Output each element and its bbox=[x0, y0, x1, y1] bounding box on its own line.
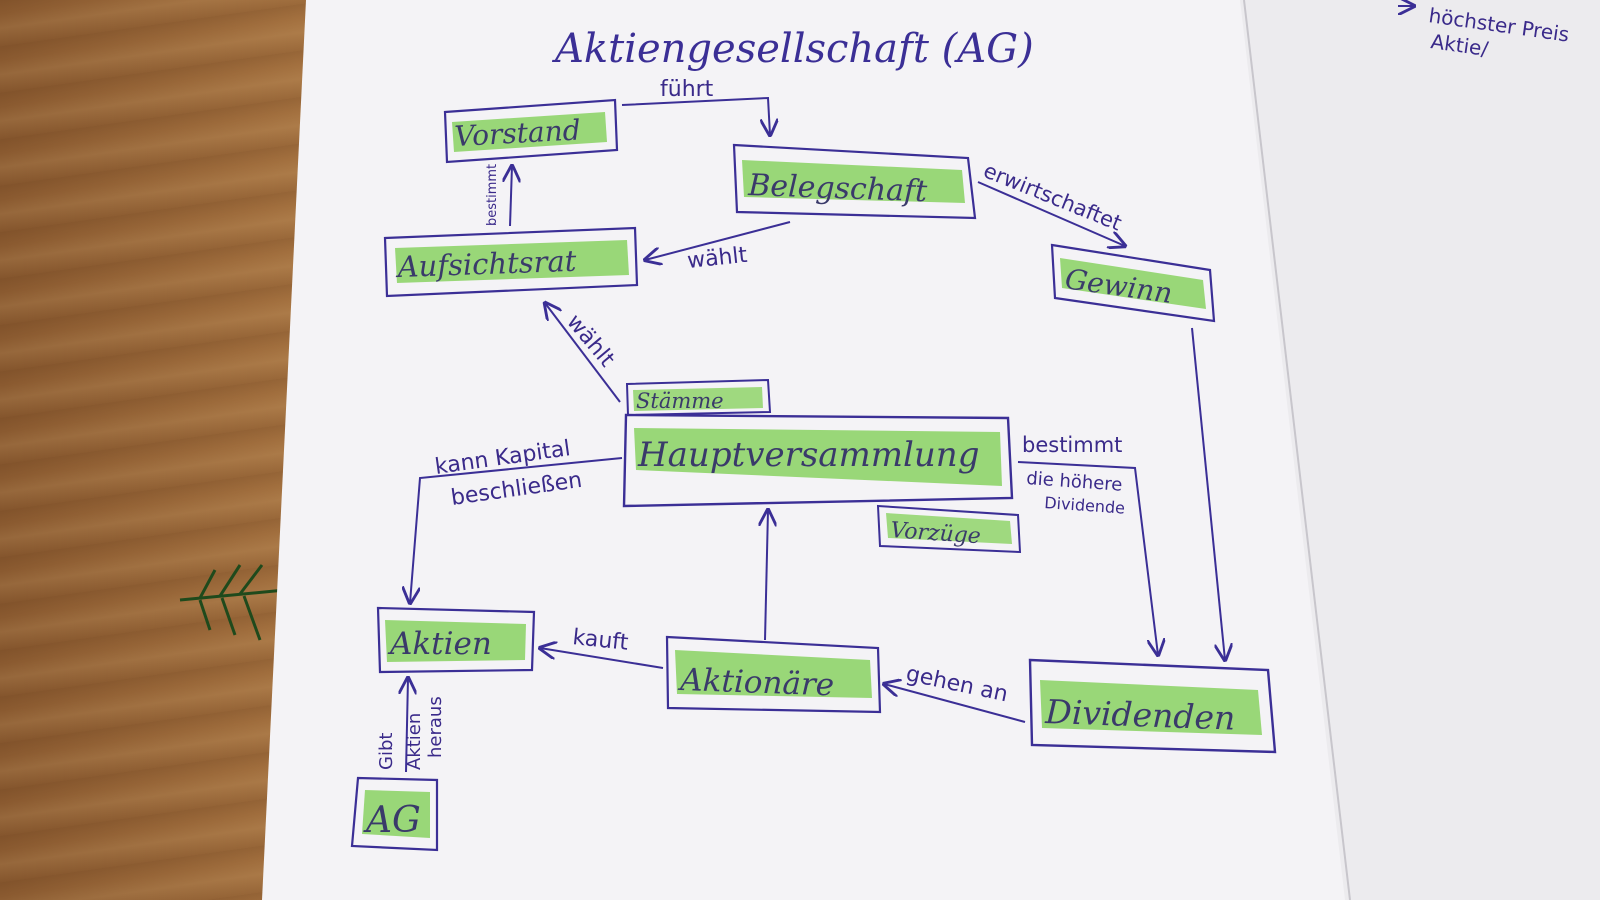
edge-label-gibt: Gibt bbox=[376, 733, 397, 770]
node-aufsichtsrat-label: Aufsichtsrat bbox=[394, 244, 577, 284]
node-aktien-label: Aktien bbox=[387, 626, 492, 662]
node-hauptversammlung: Hauptversammlung bbox=[622, 413, 1014, 508]
page-edge bbox=[1243, 0, 1351, 900]
node-hauptversammlung-label: Hauptversammlung bbox=[637, 435, 979, 475]
edge-belegschaft-aufsichtsrat bbox=[645, 221, 791, 260]
edge-ag-aktien bbox=[406, 678, 408, 773]
node-vorstand-label: Vorstand bbox=[454, 113, 582, 153]
edge-dividenden-aktionaere bbox=[884, 684, 1026, 723]
node-ag: AG bbox=[350, 776, 439, 852]
edge-label-bestimmt-hv: bestimmt bbox=[1022, 433, 1122, 457]
edge-label-kauft: kauft bbox=[571, 625, 629, 656]
node-belegschaft-label: Belegschaft bbox=[747, 168, 929, 209]
node-dividenden-label: Dividenden bbox=[1044, 692, 1236, 738]
node-aktionaere-label: Aktionäre bbox=[677, 662, 835, 703]
node-aufsichtsrat: Aufsichtsrat bbox=[383, 226, 639, 298]
node-belegschaft: Belegschaft bbox=[732, 143, 977, 220]
node-aktionaere: Aktionäre bbox=[665, 635, 882, 714]
node-dividenden: Dividenden bbox=[1028, 658, 1277, 754]
diagram-title: Aktiengesellschaft (AG) bbox=[551, 26, 1034, 72]
node-vorstand: Vorstand bbox=[443, 98, 619, 164]
edge-gewinn-dividenden bbox=[1191, 327, 1225, 660]
edge-aufsichtsrat-vorstand bbox=[510, 166, 512, 227]
edge-hv-dividenden bbox=[1017, 461, 1158, 655]
edge-label-bestimmt-vorstand: bestimmt bbox=[485, 164, 500, 226]
pine-branch-decoration bbox=[179, 564, 286, 641]
edge-label-heraus: heraus bbox=[425, 696, 446, 758]
node-aktien: Aktien bbox=[376, 606, 536, 674]
edge-aktionaere-aktien bbox=[540, 648, 664, 669]
edge-hv-aktien bbox=[410, 457, 623, 603]
edge-belegschaft-gewinn bbox=[977, 181, 1125, 246]
edge-vorstand-belegschaft bbox=[621, 96, 770, 135]
paper-sheet-right bbox=[1240, 0, 1600, 900]
node-stammaktien-label: Stämme bbox=[636, 389, 724, 413]
edge-aktionaere-hv bbox=[765, 510, 768, 641]
node-stammaktien: Stämme bbox=[625, 378, 772, 417]
edge-label-fuehrt: führt bbox=[660, 77, 714, 102]
edge-hv-aufsichtsrat bbox=[545, 303, 621, 403]
node-ag-label: AG bbox=[363, 800, 421, 841]
edge-label-aktien-heraus: Aktien bbox=[404, 713, 425, 770]
